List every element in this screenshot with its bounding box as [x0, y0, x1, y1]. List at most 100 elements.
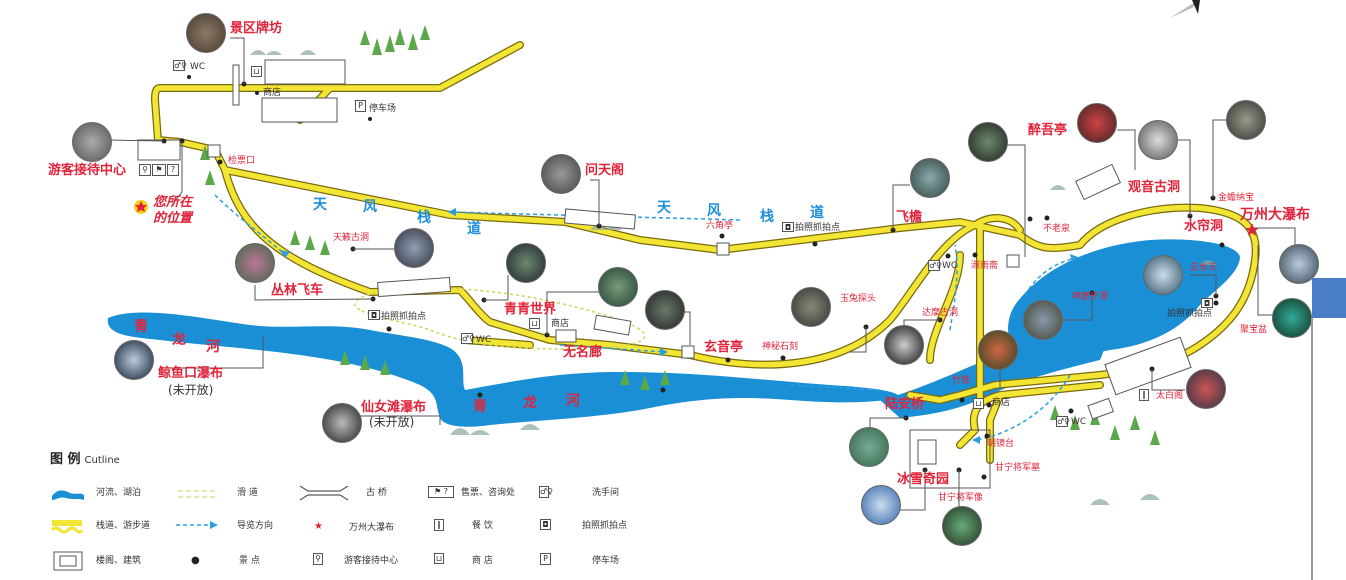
label-jingqu-paifang[interactable]: 景区牌坊 [230, 21, 283, 36]
label-wc[interactable]: WC [1071, 417, 1087, 427]
label-shop[interactable]: 商店 [992, 398, 1011, 408]
label-guanyin-gudong[interactable]: 观音古洞 [1128, 180, 1181, 195]
photo-jubaopen [1272, 298, 1312, 338]
label-shenmi-shike[interactable]: 神秘石刻 [762, 342, 799, 352]
panel-divider [1311, 318, 1313, 580]
river-char: 龙 [172, 332, 186, 348]
photo-ice-garden [861, 485, 901, 525]
label-taibai-ge[interactable]: 太白阁 [1156, 391, 1184, 401]
label-jinchan-nabao[interactable]: 金蟾纳宝 [1218, 193, 1255, 203]
label-shuyu-zhai[interactable]: 淑雨斋 [971, 261, 999, 271]
photo-gate [186, 13, 226, 53]
trail-char: 栈 [417, 210, 431, 226]
label-luan-qiao[interactable]: 陆安桥 [885, 397, 925, 412]
restroom-icon: ♂♀ [539, 486, 554, 498]
label-jingyukou-falls[interactable]: 鲸鱼口瀑布 [158, 366, 224, 381]
photo-feiyan [910, 158, 950, 198]
label-wentian-ge[interactable]: 问天阁 [585, 163, 625, 178]
label-parking[interactable]: 停车场 [369, 104, 397, 114]
river-char: 河 [206, 339, 220, 355]
label-visitor-center[interactable]: 游客接待中心 [48, 163, 127, 178]
dining-icon: ‖ [1139, 389, 1149, 401]
parking-icon: P [540, 553, 551, 565]
label-damo-gudong[interactable]: 达摩古洞 [922, 308, 959, 318]
legend-label: 景 点 [239, 556, 260, 566]
dot-icon: ● [191, 555, 200, 566]
mountains [250, 50, 1216, 505]
label-wc[interactable]: WC [942, 261, 958, 271]
trail-char: 风 [363, 199, 377, 215]
river-icon [52, 490, 84, 500]
label-bulao-quan[interactable]: 不老泉 [1043, 224, 1071, 234]
photo-jinchan [1226, 100, 1266, 140]
label-wuming-lang[interactable]: 无名廊 [563, 345, 603, 360]
label-ganning-tomb[interactable]: 甘宁将军墓 [995, 463, 1041, 473]
label-ganning-statue[interactable]: 甘宁将军像 [938, 493, 984, 503]
camera-icon: ◘ [782, 222, 794, 232]
dining-icon: ‖ [434, 519, 444, 531]
trail-char: 风 [707, 203, 721, 219]
label-yunshui-tian[interactable]: 云水天 [1190, 263, 1218, 273]
label-shenlu-shoutan[interactable]: 神鹿守潭 [1072, 292, 1109, 302]
photo-tianlai [394, 228, 434, 268]
camera-icon: ◘ [368, 310, 380, 320]
photo-taibai [1186, 369, 1226, 409]
label-xuanyin-ting[interactable]: 玄音亭 [704, 340, 744, 355]
label-shop[interactable]: 商店 [551, 319, 570, 329]
label-liujiao-ting[interactable]: 六角亭 [706, 221, 734, 231]
buildings [137, 59, 1192, 489]
restroom-icon: ♂♀ [1056, 416, 1071, 427]
label-yutu-tantou[interactable]: 玉兔探头 [840, 294, 877, 304]
qinglong-river [107, 312, 901, 427]
camera-icon: ◘ [1201, 298, 1213, 308]
legend-label: 洗手间 [592, 488, 620, 498]
restroom-icon: ♂♀ [461, 333, 476, 344]
legend-label: 商 店 [472, 556, 493, 566]
label-photo-spot[interactable]: 拍照抓拍点 [381, 312, 427, 322]
label-feiyan[interactable]: 飞檐 [896, 210, 923, 225]
label-qingqing-shijie[interactable]: 青青世界 [504, 302, 557, 317]
label-jubao-pen[interactable]: 聚宝盆 [1240, 325, 1268, 335]
river-char: 青 [473, 399, 487, 415]
legend-label: 导览方向 [237, 521, 274, 531]
label-photo-spot[interactable]: 拍照抓拍点 [1167, 309, 1213, 319]
label-shop[interactable]: 商店 [263, 88, 282, 98]
photo-ganning-statue [942, 506, 982, 546]
label-photo-spot[interactable]: 拍照抓拍点 [795, 223, 841, 233]
direction-arrow-icon [176, 521, 218, 529]
label-wc[interactable]: WC [190, 62, 206, 72]
photo-bamboo-raft [978, 330, 1018, 370]
label-shuilian-dong[interactable]: 水帘洞 [1184, 219, 1224, 234]
label-wc[interactable]: WC [476, 335, 492, 345]
legend-label: 售票、咨询处 [461, 488, 516, 498]
label-conglin-feiche[interactable]: 丛林飞车 [271, 283, 324, 298]
legend-label: 河流、湖泊 [96, 488, 142, 498]
shop-icon: ⊔ [434, 553, 444, 564]
label-ticket-gate[interactable]: 检票口 [228, 156, 256, 166]
photo-wentian [541, 154, 581, 194]
label-not-open: (未开放) [168, 383, 214, 397]
trails [151, 41, 1260, 464]
you-are-here-label: 的位置 [153, 211, 193, 226]
star-marker [1245, 223, 1259, 236]
compass-icon [1170, 0, 1200, 18]
side-panel-tab[interactable] [1312, 278, 1346, 318]
label-not-open: (未开放) [369, 415, 415, 429]
river-char: 青 [134, 319, 148, 335]
label-xiannvtan-falls[interactable]: 仙女滩瀑布 [361, 400, 427, 415]
legend-label: 楼阁、建筑 [96, 556, 142, 566]
label-zuiwu-ting[interactable]: 醉吾亭 [1028, 123, 1068, 138]
restroom-icon: ♂♀ [928, 260, 943, 271]
label-mingjing-tai[interactable]: 明镜台 [987, 439, 1015, 449]
visitor-center-icon: ⚲ [313, 553, 323, 565]
label-bamboo-raft[interactable]: 竹筏 [952, 376, 971, 386]
label-wanzhou-falls[interactable]: 万州大瀑布 [1240, 207, 1310, 223]
photo-jungle-coaster [235, 243, 275, 283]
legend-label: 拍照抓拍点 [582, 521, 628, 531]
label-tianlai-gudong[interactable]: 天籁古洞 [333, 233, 370, 243]
pavilions [207, 144, 1020, 359]
trail-char: 栈 [760, 209, 774, 225]
label-bingxue-qiyuan[interactable]: 冰雪奇园 [897, 472, 950, 487]
legend-subtitle: Cutline [84, 455, 120, 466]
